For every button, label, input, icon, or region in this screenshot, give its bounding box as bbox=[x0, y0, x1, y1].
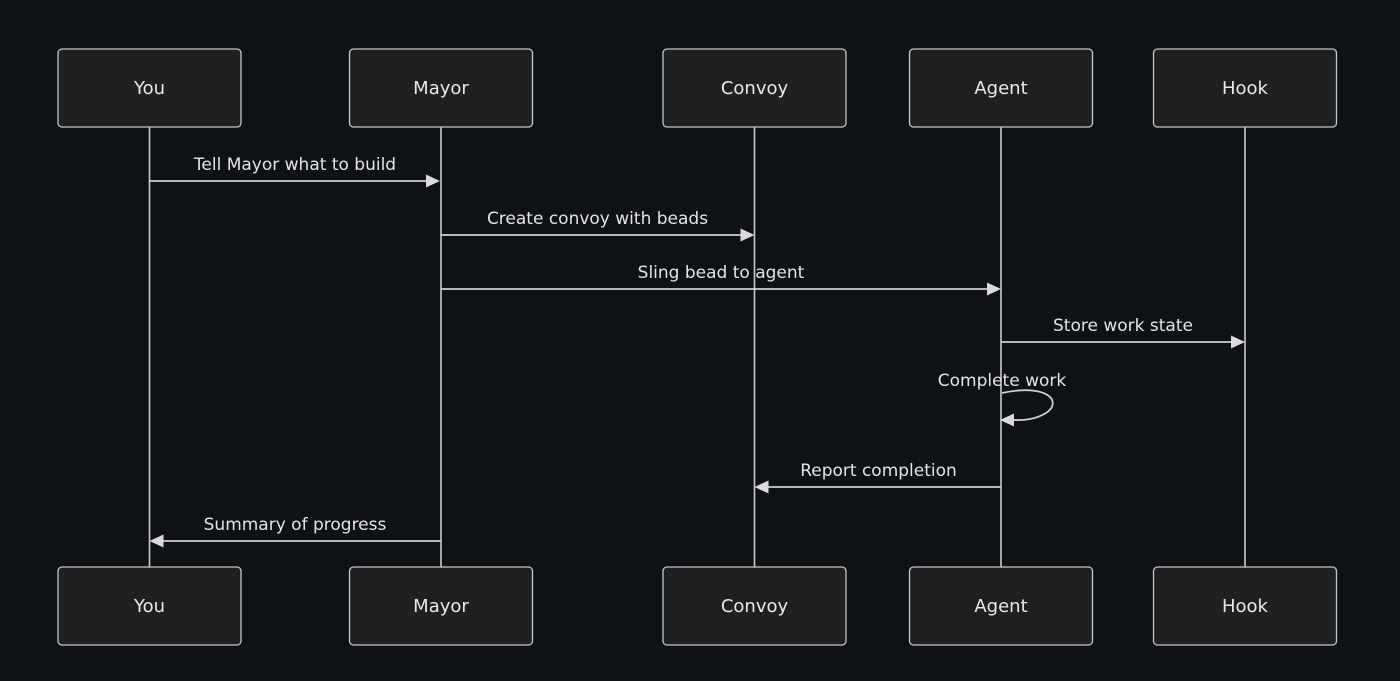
actor-box bbox=[662, 566, 847, 646]
actor-box bbox=[1152, 48, 1338, 128]
actor-label: You bbox=[133, 78, 165, 99]
message-label: Sling bead to agent bbox=[638, 263, 805, 283]
actor-label: Agent bbox=[974, 596, 1027, 617]
arrowhead-right-icon bbox=[740, 228, 755, 242]
actor-box bbox=[908, 48, 1094, 128]
actor-top-mayor: Mayor bbox=[348, 48, 534, 128]
message-store-work-state: Store work state bbox=[1001, 316, 1245, 349]
actor-box bbox=[348, 48, 534, 128]
actor-box bbox=[1152, 566, 1338, 646]
message-create-convoy-with-beads: Create convoy with beads bbox=[441, 209, 755, 242]
arrowhead-right-icon bbox=[987, 282, 1001, 296]
actor-box bbox=[908, 566, 1094, 646]
arrowhead-left-icon bbox=[149, 534, 164, 548]
message-label: Store work state bbox=[1053, 316, 1193, 336]
message-sling-bead-to-agent: Sling bead to agent bbox=[441, 263, 1001, 296]
message-label: Report completion bbox=[800, 461, 957, 481]
actor-label: Hook bbox=[1222, 78, 1269, 99]
actor-box bbox=[57, 566, 242, 646]
actor-bottom-you: You bbox=[57, 566, 242, 646]
arrowhead-left-icon bbox=[1000, 413, 1014, 427]
actor-label: Agent bbox=[974, 78, 1027, 99]
actor-top-agent: Agent bbox=[908, 48, 1094, 128]
arrowhead-right-icon bbox=[1231, 335, 1245, 349]
actor-box bbox=[57, 48, 242, 128]
actor-label: Convoy bbox=[721, 78, 789, 99]
actor-label: Mayor bbox=[413, 78, 469, 99]
actor-label: Mayor bbox=[413, 596, 469, 617]
message-label: Complete work bbox=[938, 371, 1067, 391]
actor-label: Convoy bbox=[721, 596, 789, 617]
message-complete-work-self-loop: Complete work bbox=[938, 371, 1067, 427]
actor-box bbox=[348, 566, 534, 646]
actor-bottom-convoy: Convoy bbox=[662, 566, 847, 646]
message-tell-mayor-what-to-build: Tell Mayor what to build bbox=[149, 155, 440, 188]
actor-box bbox=[662, 48, 847, 128]
actor-bottom-mayor: Mayor bbox=[348, 566, 534, 646]
message-label: Summary of progress bbox=[204, 515, 387, 535]
self-loop-curve bbox=[1001, 389, 1054, 421]
message-summary-of-progress: Summary of progress bbox=[149, 515, 441, 548]
actor-label: Hook bbox=[1222, 596, 1269, 617]
actor-label: You bbox=[133, 596, 165, 617]
actor-top-convoy: Convoy bbox=[662, 48, 847, 128]
arrowhead-left-icon bbox=[754, 480, 769, 494]
actor-bottom-agent: Agent bbox=[908, 566, 1094, 646]
actor-bottom-hook: Hook bbox=[1152, 566, 1338, 646]
actor-top-hook: Hook bbox=[1152, 48, 1338, 128]
message-label: Tell Mayor what to build bbox=[193, 155, 396, 175]
message-label: Create convoy with beads bbox=[487, 209, 708, 229]
arrowhead-right-icon bbox=[426, 174, 440, 188]
message-report-completion: Report completion bbox=[754, 461, 1001, 494]
actor-top-you: You bbox=[57, 48, 242, 128]
